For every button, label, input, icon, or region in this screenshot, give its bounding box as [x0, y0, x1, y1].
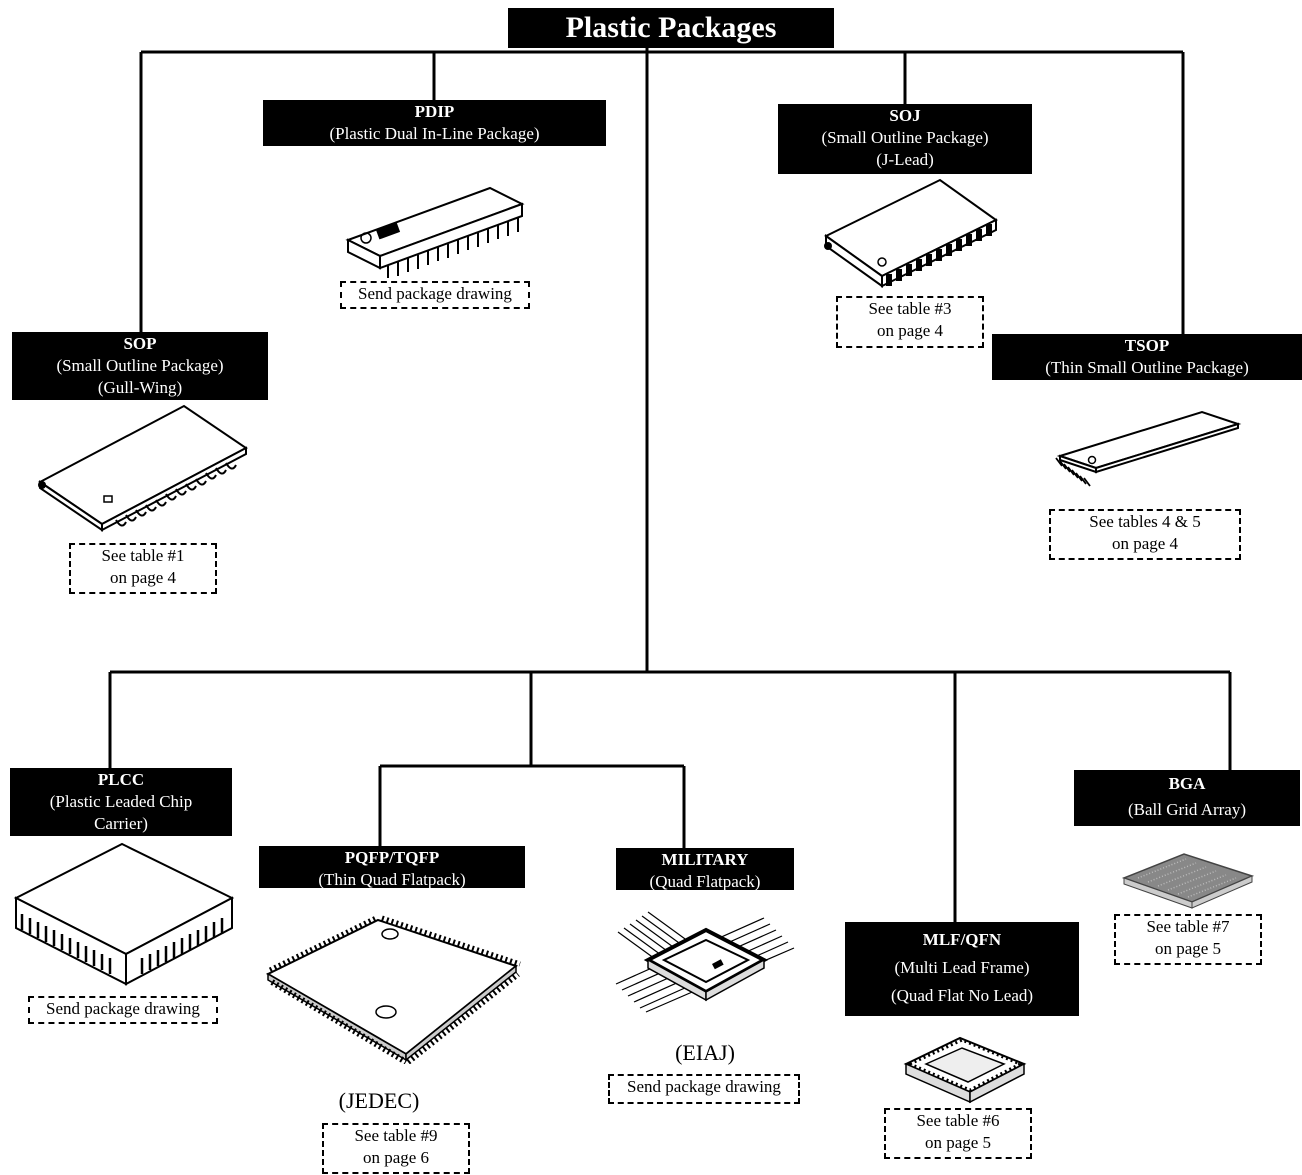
- tsop-name: TSOP: [1124, 336, 1170, 355]
- soj-chip-icon: [824, 178, 998, 288]
- sop-desc-2: (Gull-Wing): [97, 378, 183, 397]
- pqfp-desc: (Thin Quad Flatpack): [318, 870, 466, 889]
- tsop-reference: See tables 4 & 5 on page 4: [1049, 509, 1241, 560]
- military-qfp-icon: [615, 911, 795, 1013]
- pdip-chip-icon: [345, 186, 525, 278]
- plcc-label-box: PLCC (Plastic Leaded Chip Carrier): [10, 768, 232, 836]
- sop-desc-1: (Small Outline Package): [56, 356, 224, 375]
- sop-reference: See table #1 on page 4: [69, 543, 217, 594]
- military-desc: (Quad Flatpack): [649, 872, 761, 891]
- qfp-chip-icon: [265, 915, 521, 1064]
- plcc-reference: Send package drawing: [28, 996, 218, 1024]
- tsop-ref-line-1: See tables 4 & 5: [1089, 512, 1201, 531]
- mlf-desc-2: (Quad Flat No Lead): [890, 986, 1034, 1005]
- tsop-label-box: TSOP (Thin Small Outline Package): [992, 334, 1302, 380]
- pqfp-standard: (JEDEC): [338, 1088, 420, 1113]
- sop-label-box: SOP (Small Outline Package) (Gull-Wing): [12, 332, 268, 400]
- bga-desc: (Ball Grid Array): [1127, 800, 1247, 819]
- diagram-title: Plastic Packages: [508, 8, 834, 48]
- bga-chip-icon: [1121, 853, 1255, 909]
- mlf-reference: See table #6 on page 5: [884, 1108, 1032, 1159]
- pdip-label-box: PDIP (Plastic Dual In-Line Package): [263, 100, 606, 146]
- sop-chip-icon: [38, 404, 248, 532]
- plcc-ref-line-1: Send package drawing: [46, 999, 200, 1018]
- soj-label-box: SOJ (Small Outline Package) (J-Lead): [778, 104, 1032, 174]
- pqfp-label-box: PQFP/TQFP (Thin Quad Flatpack): [259, 846, 525, 889]
- soj-name: SOJ: [889, 106, 921, 125]
- pdip-desc: (Plastic Dual In-Line Package): [329, 124, 540, 143]
- military-standard: (EIAJ): [675, 1040, 735, 1065]
- soj-desc-1: (Small Outline Package): [821, 128, 989, 147]
- mlf-chip-icon: [903, 1036, 1027, 1104]
- pqfp-ref-line-2: on page 6: [362, 1148, 430, 1167]
- sop-name: SOP: [123, 334, 157, 353]
- tsop-desc: (Thin Small Outline Package): [1045, 358, 1249, 377]
- plcc-chip-icon: [13, 842, 235, 986]
- mlf-ref-line-2: on page 5: [924, 1133, 992, 1152]
- plcc-desc-1: (Plastic Leaded Chip: [49, 792, 193, 811]
- sop-ref-line-1: See table #1: [101, 546, 185, 565]
- military-ref-line-1: Send package drawing: [627, 1077, 781, 1096]
- bga-reference: See table #7 on page 5: [1114, 914, 1262, 965]
- pdip-name: PDIP: [414, 102, 455, 121]
- pqfp-reference: See table #9 on page 6: [322, 1123, 470, 1174]
- bga-ref-line-1: See table #7: [1146, 917, 1230, 936]
- pdip-reference: Send package drawing: [340, 281, 530, 309]
- bga-ref-line-2: on page 5: [1154, 939, 1222, 958]
- soj-ref-line-1: See table #3: [868, 299, 952, 318]
- tsop-chip-icon: [1055, 410, 1242, 487]
- mlf-desc-1: (Multi Lead Frame): [894, 958, 1030, 977]
- soj-desc-2: (J-Lead): [876, 150, 934, 169]
- tsop-ref-line-2: on page 4: [1111, 534, 1179, 553]
- pqfp-name: PQFP/TQFP: [344, 848, 440, 867]
- military-reference: Send package drawing: [608, 1074, 800, 1104]
- mlf-label-box: MLF/QFN (Multi Lead Frame) (Quad Flat No…: [845, 922, 1079, 1016]
- plcc-name: PLCC: [97, 770, 145, 789]
- bga-label-box: BGA (Ball Grid Array): [1074, 770, 1300, 826]
- sop-ref-line-2: on page 4: [109, 568, 177, 587]
- military-name: MILITARY: [661, 850, 749, 869]
- bga-name: BGA: [1168, 774, 1206, 793]
- mlf-name: MLF/QFN: [922, 930, 1002, 949]
- pqfp-ref-line-1: See table #9: [354, 1126, 438, 1145]
- plcc-desc-2: Carrier): [94, 814, 148, 833]
- soj-reference: See table #3 on page 4: [836, 296, 984, 348]
- pdip-ref-line-1: Send package drawing: [358, 284, 512, 303]
- mlf-ref-line-1: See table #6: [916, 1111, 1000, 1130]
- military-label-box: MILITARY (Quad Flatpack): [616, 848, 794, 891]
- soj-ref-line-2: on page 4: [876, 321, 944, 340]
